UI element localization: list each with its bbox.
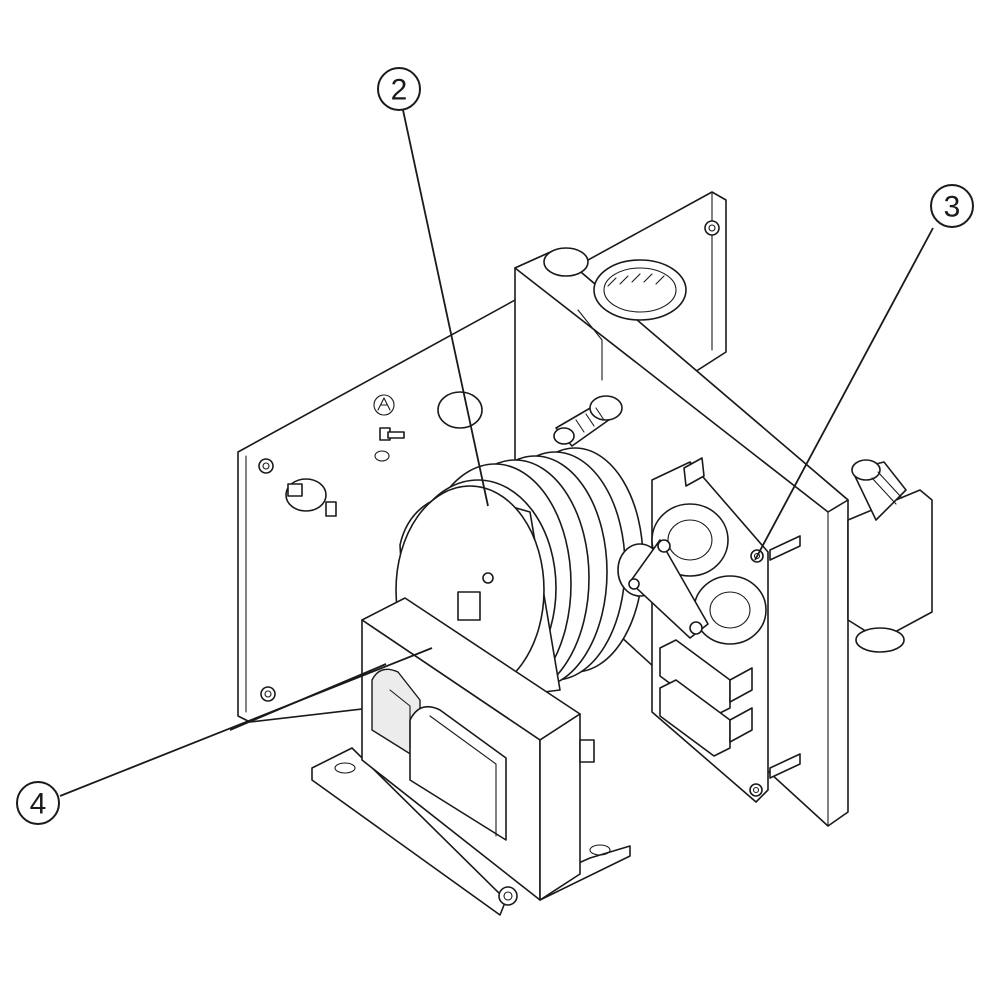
bearing-ring xyxy=(543,247,687,321)
transformer-base-bracket xyxy=(311,747,631,916)
callout-2: 2 xyxy=(377,67,421,111)
callout-4-label: 4 xyxy=(30,788,47,821)
leader-line-3 xyxy=(754,227,934,561)
micro-switch-stack xyxy=(659,639,753,757)
threaded-fitting xyxy=(553,395,623,447)
right-motor-housing xyxy=(847,459,933,653)
callout-3: 3 xyxy=(930,184,974,228)
leader-line-4b xyxy=(229,663,387,731)
leader-line-2 xyxy=(402,109,489,507)
pulley-stack xyxy=(395,447,644,705)
pulley-hub xyxy=(457,572,494,621)
plate-ground-lug xyxy=(285,478,337,517)
ground-terminal-symbol xyxy=(373,394,395,416)
cam-roller-lower xyxy=(693,575,767,645)
callout-2-label: 2 xyxy=(391,74,408,107)
plate-screw-left xyxy=(258,458,274,474)
leader-line-4 xyxy=(59,647,433,797)
callout-3-label: 3 xyxy=(944,191,961,224)
plate-screw-bottom-left xyxy=(260,686,276,702)
plate-opening xyxy=(437,391,483,429)
transformer-side-tab xyxy=(579,739,595,763)
lever-arm xyxy=(628,539,709,639)
switch-bottom-screw xyxy=(749,783,763,797)
terminal-stud xyxy=(374,427,405,462)
transformer-coil xyxy=(371,668,507,841)
callout-4: 4 xyxy=(16,781,60,825)
plate-screw-top-right xyxy=(704,220,720,236)
